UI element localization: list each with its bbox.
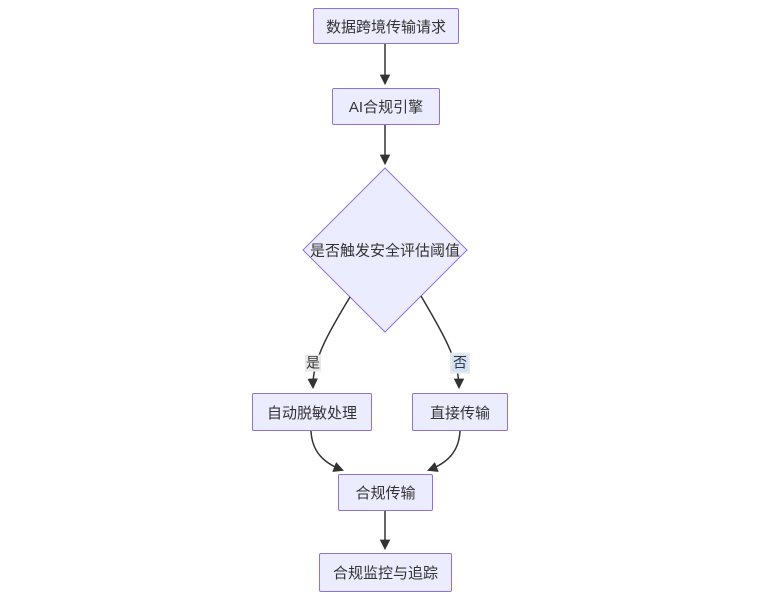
node-compliant-transfer: 合规传输 (338, 474, 433, 511)
node-transfer-request: 数据跨境传输请求 (313, 8, 459, 44)
node-direct-transfer: 直接传输 (412, 393, 508, 431)
node-ai-compliance-engine: AI合规引擎 (332, 88, 440, 125)
edge-direct-compliant (427, 430, 461, 472)
decision-diamond-shape (302, 167, 468, 333)
node-compliance-monitoring: 合规监控与追踪 (319, 553, 452, 592)
edge-decision-desensitize (307, 296, 351, 390)
node-decision-threshold-label: 是否触发安全评估阈值 (309, 242, 461, 260)
edge-decision-direct (420, 295, 465, 390)
node-auto-desensitization: 自动脱敏处理 (252, 393, 372, 431)
edge-label-yes: 是 (305, 354, 321, 372)
edge-label-no: 否 (452, 354, 468, 372)
edge-desensitize-compliant (310, 430, 344, 472)
